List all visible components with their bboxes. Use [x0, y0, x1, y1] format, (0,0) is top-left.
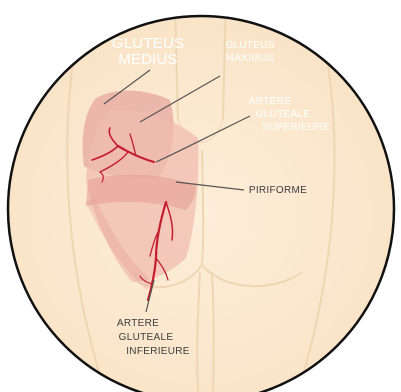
label-artere-superieure-line3: SUPERIEURE	[262, 122, 330, 133]
label-artere-inferieure-line3: INFERIEURE	[126, 346, 190, 357]
label-artere-inferieure-line1: ARTERE	[117, 318, 159, 329]
label-gluteus-medius-line2: MEDIUS	[118, 51, 178, 68]
label-artere-superieure-line2: GLUTEALE	[256, 109, 311, 120]
label-gluteus-maximus-line1: GLUTEUS	[225, 40, 274, 51]
label-artere-superieure-line1: ARTERE	[249, 96, 291, 107]
label-artere-inferieure-line2: GLUTEALE	[119, 332, 174, 343]
gluteal-cleft	[202, 150, 203, 265]
label-piriforme: PIRIFORME	[249, 185, 307, 196]
label-gluteus-medius-line1: GLUTEUS	[112, 35, 184, 52]
label-gluteus-maximus-line2: MAXIMUS	[226, 53, 275, 64]
